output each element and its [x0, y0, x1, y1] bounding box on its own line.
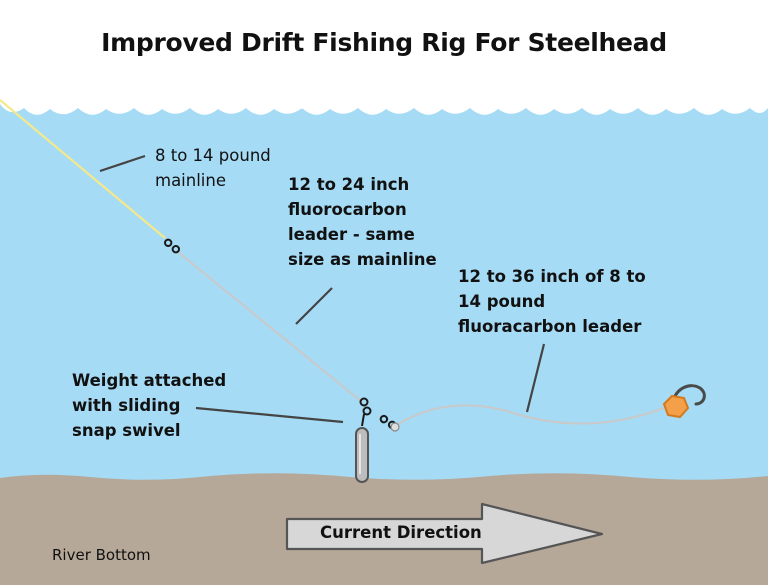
diagram-title: Improved Drift Fishing Rig For Steelhead	[101, 28, 667, 57]
water	[0, 100, 768, 480]
long-leader-label: 12 to 36 inch of 8 to 14 pound fluoracar…	[458, 267, 646, 336]
river-bottom-label: River Bottom	[52, 546, 151, 564]
weight-pointer	[195, 406, 344, 424]
fluorocarbon-leader-label: 12 to 24 inch fluorocarbon leader - same…	[288, 175, 437, 269]
long-leader	[394, 404, 665, 427]
sinker-weight-icon	[355, 427, 369, 483]
hook-icon	[671, 384, 706, 406]
swivel-ring-icon	[390, 422, 400, 432]
weight-label: Weight attached with sliding snap swivel	[72, 371, 227, 440]
fluoro-leader-pointer	[295, 287, 333, 325]
fluorocarbon-leader	[177, 251, 363, 403]
mainline	[0, 99, 166, 239]
current-direction-arrow	[285, 502, 604, 565]
current-direction-label: Current Direction	[320, 523, 482, 542]
long-leader-pointer	[525, 343, 546, 413]
snap-swivel-icon	[359, 397, 372, 427]
mainline-pointer	[99, 154, 146, 173]
barrel-swivel-icon	[163, 238, 181, 254]
lure-icon	[662, 394, 690, 419]
mainline-label: 8 to 14 pound mainline	[155, 146, 271, 190]
surface-foam	[0, 96, 768, 115]
